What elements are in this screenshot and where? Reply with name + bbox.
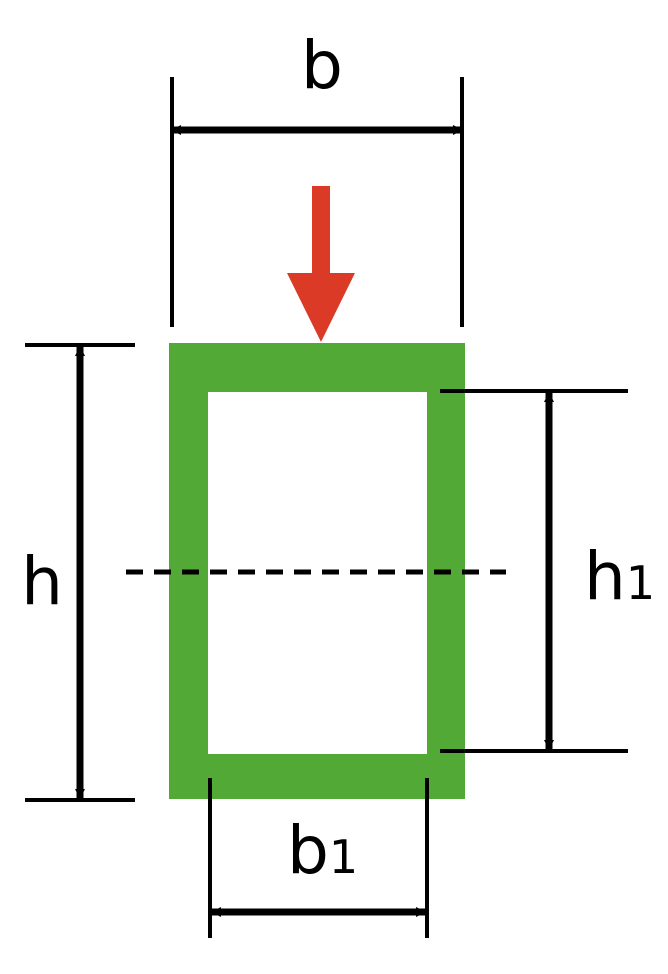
label-b1: b1 <box>287 812 358 889</box>
label-b1-main: b <box>287 812 329 889</box>
hollow-section-wall <box>169 343 465 799</box>
dimension-b1: b1 <box>208 778 429 938</box>
dimension-b: b <box>170 27 464 327</box>
label-b1-subscript: 1 <box>329 830 358 884</box>
label-h1-subscript: 1 <box>626 556 655 610</box>
dimension-h1: h1 <box>440 389 655 753</box>
load-arrow-icon <box>287 186 355 342</box>
label-h1: h1 <box>584 538 655 615</box>
cross-section <box>169 343 465 799</box>
label-b: b <box>301 27 343 104</box>
label-h1-main: h <box>584 538 626 615</box>
dimension-h: h <box>21 343 135 802</box>
label-h: h <box>21 543 63 620</box>
